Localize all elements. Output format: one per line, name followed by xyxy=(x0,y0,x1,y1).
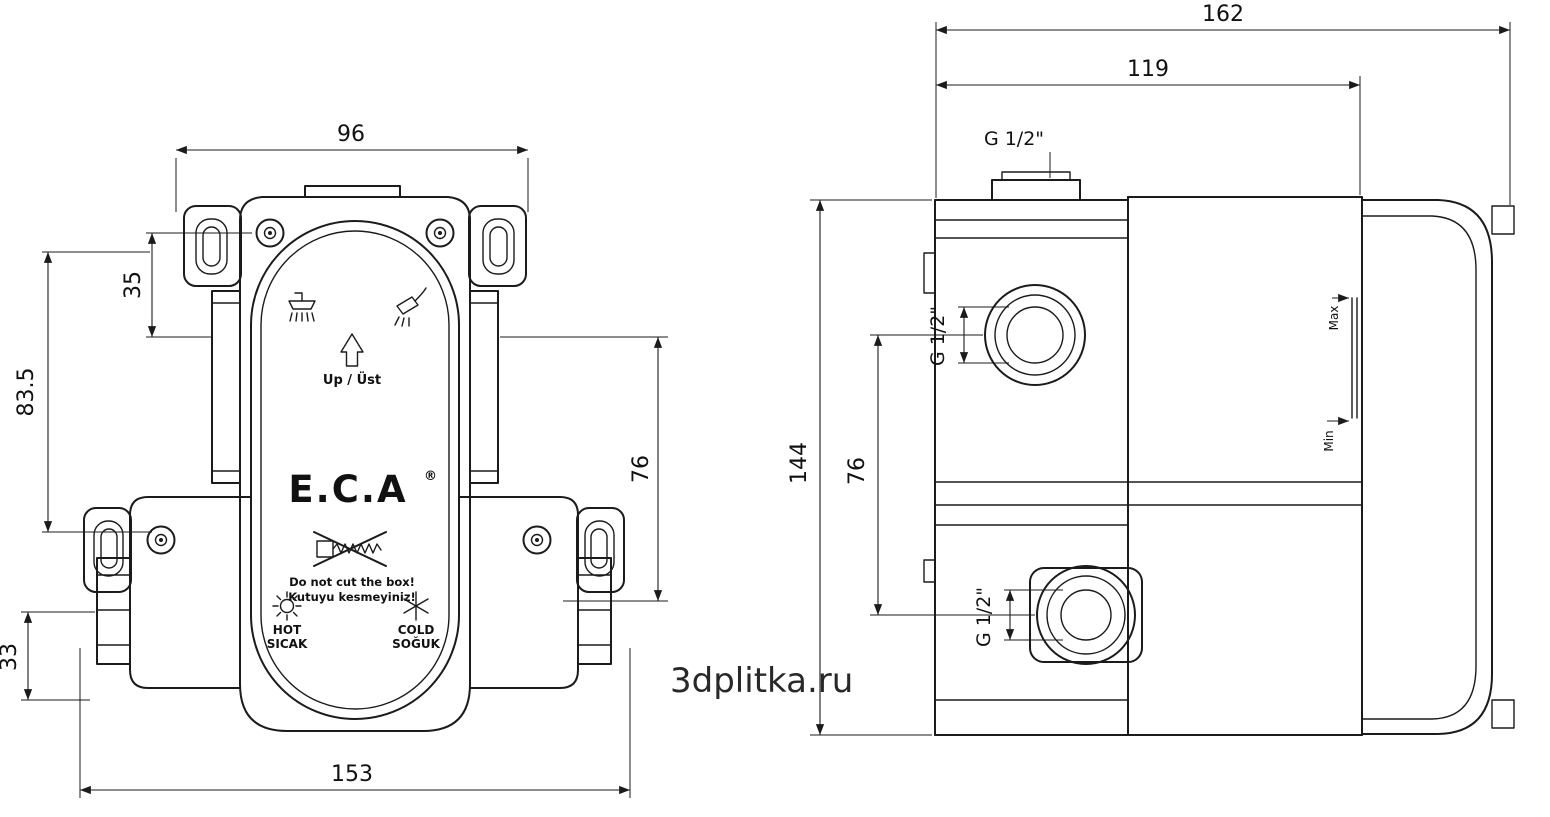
front-view: Up / Üst E.C.A ® Do not cut the box! Kut… xyxy=(0,122,668,798)
no-cut-cross-icon xyxy=(313,531,387,567)
front-screw-holes xyxy=(146,218,552,555)
front-face-markings: Up / Üst E.C.A ® Do not cut the box! Kut… xyxy=(267,287,441,651)
side-view: Max Min 162 119 G 1/2" 144 xyxy=(787,2,1515,736)
max-label: Max xyxy=(1327,306,1341,331)
hot-label-en: HOT xyxy=(273,623,302,637)
front-tab-offset-dim: 35 xyxy=(121,271,146,299)
front-side-plate-right xyxy=(469,290,499,484)
side-body-outline xyxy=(923,171,1515,736)
front-bottom-width-dim: 153 xyxy=(331,762,373,787)
snowflake-icon xyxy=(403,591,429,621)
overhead-shower-icon xyxy=(288,292,316,322)
front-dimensions: 96 35 83.5 76 33 153 xyxy=(0,122,668,798)
cold-label-tr: SOĞUK xyxy=(392,636,440,651)
hot-label-tr: SICAK xyxy=(267,637,308,651)
front-lower-extension-right xyxy=(577,557,612,665)
warning-line1: Do not cut the box! xyxy=(289,575,415,589)
front-lower-extension-left xyxy=(96,557,131,665)
front-body-outline xyxy=(83,185,625,732)
front-lower-ear-right xyxy=(576,507,625,593)
side-body-width-dim: 119 xyxy=(1127,57,1169,82)
side-dimensions: 162 119 G 1/2" 144 76 G 1/2" xyxy=(787,2,1511,736)
thread-lower-label: G 1/2" xyxy=(973,587,995,647)
front-left-height-dim: 83.5 xyxy=(14,368,39,417)
front-upper-ear-left xyxy=(183,205,242,287)
side-total-width-dim: 162 xyxy=(1202,2,1244,27)
up-arrow-icon xyxy=(340,333,364,367)
warning-line2: Kutuyu kesmeyiniz! xyxy=(288,590,416,604)
front-top-width-dim: 96 xyxy=(337,122,365,147)
watermark: 3dplitka.ru xyxy=(670,661,853,701)
front-side-plate-left xyxy=(211,290,241,484)
side-upper-port xyxy=(984,284,1086,386)
sun-icon xyxy=(272,591,302,621)
front-upper-ear-right xyxy=(468,205,527,287)
front-right-height-dim: 76 xyxy=(629,455,654,483)
max-min-gauge: Max Min xyxy=(1322,293,1358,452)
cold-label-en: COLD xyxy=(398,623,435,637)
side-port-spacing-dim: 76 xyxy=(845,457,870,485)
up-label: Up / Üst xyxy=(323,372,381,388)
eca-logo: E.C.A xyxy=(288,468,407,511)
side-lower-port xyxy=(1029,565,1143,665)
front-bottom-offset-dim: 33 xyxy=(0,643,22,671)
thread-upper-label: G 1/2" xyxy=(927,306,949,366)
registered-mark: ® xyxy=(424,469,437,484)
thread-top-label: G 1/2" xyxy=(984,128,1044,150)
front-lower-ear-left xyxy=(83,507,132,593)
hand-shower-icon xyxy=(394,287,427,327)
min-label: Min xyxy=(1322,430,1336,451)
side-total-height-dim: 144 xyxy=(787,442,812,484)
